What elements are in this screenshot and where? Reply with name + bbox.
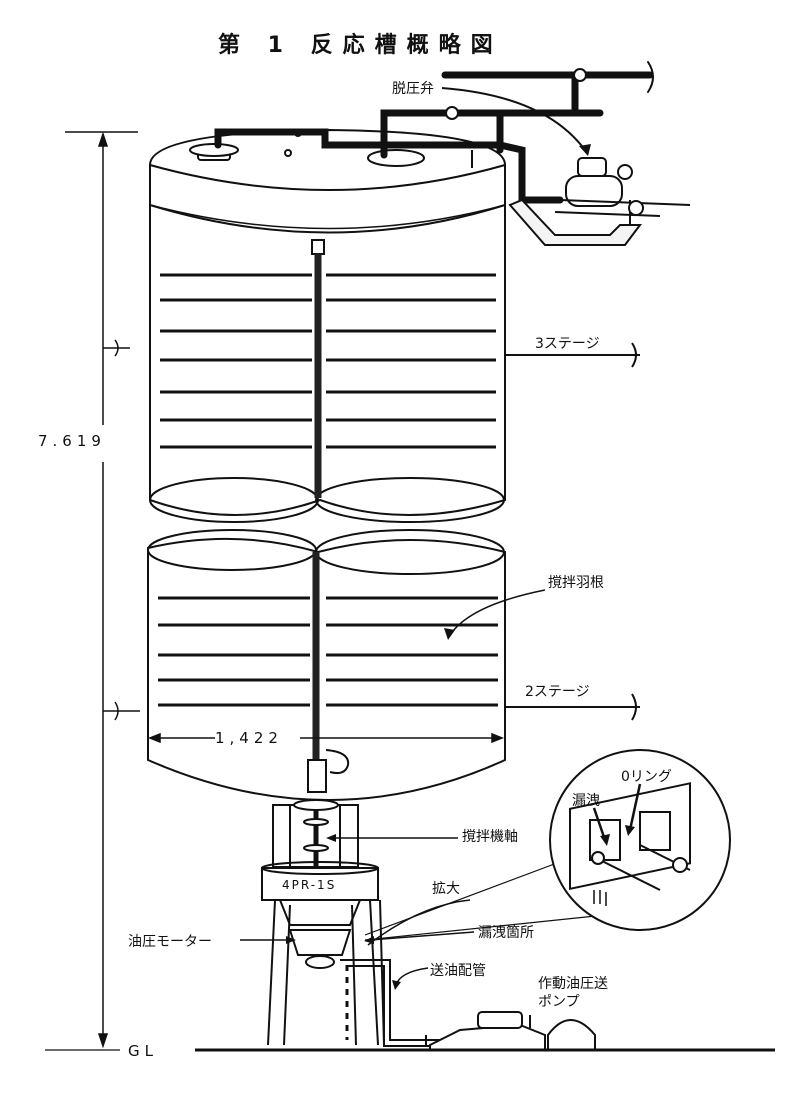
detail-circle — [549, 749, 731, 931]
stage3-line — [505, 342, 640, 368]
upper-tank — [149, 128, 506, 523]
drive-stand — [261, 799, 385, 1046]
stage2-label: 2ステージ — [525, 684, 590, 700]
lower-coupling — [307, 759, 327, 793]
leak-point-label: 漏洩箇所 — [478, 924, 534, 941]
leak-label: 漏洩 — [572, 793, 600, 809]
pump-label-line1: 作動油圧送 — [538, 976, 608, 992]
height-dimension-label: 7.619 — [38, 432, 106, 450]
diagram-title: 第 1 反応槽概略図 — [218, 32, 503, 58]
relief-valve-label: 脱圧弁 — [392, 81, 434, 97]
oil-pipe — [340, 959, 470, 1047]
upper-blades — [160, 273, 496, 449]
diameter-dimension — [147, 732, 505, 744]
rotation-arrow — [325, 749, 350, 775]
stage3-label: 3ステージ — [535, 336, 600, 352]
relief-piping — [214, 61, 654, 204]
relief-valve-arrow — [441, 87, 586, 151]
hatched-duct — [508, 198, 642, 246]
height-dimension — [65, 131, 140, 1049]
pump-label-line2: ポンプ — [538, 994, 580, 1010]
lower-blades — [158, 596, 498, 707]
stage2-line — [505, 693, 640, 721]
blade-arrow — [449, 589, 546, 636]
blade-label: 撹拌羽根 — [548, 575, 604, 591]
motor-model-label: 4PR-1S — [282, 878, 336, 892]
enlarge-label: 拡大 — [432, 881, 460, 897]
hydraulic-motor-label: 油圧モーター — [128, 934, 212, 950]
hydraulic-pump — [425, 1011, 596, 1051]
shaft-label: 撹拌機軸 — [462, 829, 518, 845]
o-ring-label: 0リング — [621, 769, 672, 785]
diameter-label: 1,422 — [215, 729, 283, 747]
oil-pipe-label: 送油配管 — [430, 963, 486, 979]
relief-valve — [554, 157, 691, 228]
lower-tank — [147, 529, 506, 801]
ground-label: GL — [128, 1042, 158, 1060]
